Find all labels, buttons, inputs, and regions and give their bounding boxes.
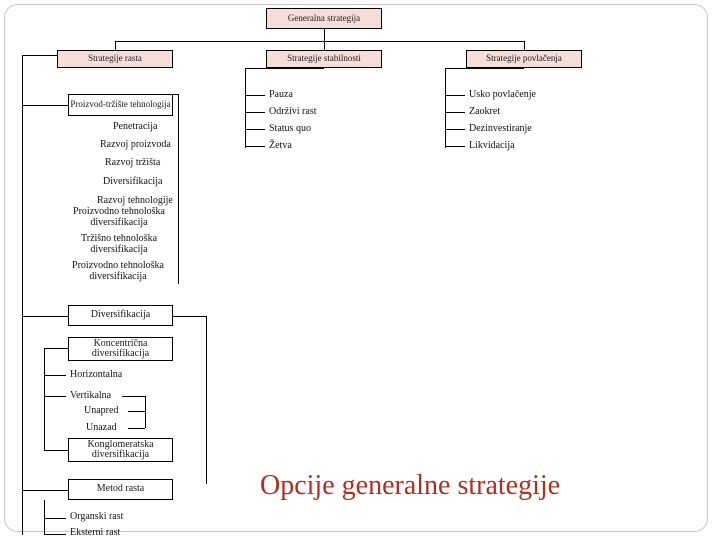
connector-vertikalna-sub-spine [145,396,146,428]
connector-growth-top [22,55,57,56]
node-strategije-rasta: Strategije rasta [57,50,173,68]
node-konglomeratska-diversifikacija-label: Konglomeratska diversifikacija [87,438,154,460]
leaf-odrzivi-rast: Održivi rast [269,106,317,117]
connector-vertikalna [44,396,66,397]
connector-group1-top-join [173,94,179,95]
node-diversifikacija-label: Diversifikacija [90,309,151,321]
connector-level1-bus [115,41,524,42]
node-proizvod-trziste-tehnologija: Proizvod-tržište tehnologija [68,94,173,116]
node-metod-rasta-label: Metod rasta [96,483,145,495]
connector-horizontalna [44,375,66,376]
leaf-razvoj-tehnologije: Razvoj tehnologije [97,195,173,206]
connector-growth-drop [115,41,116,50]
connector-group4-spine [44,423,45,450]
connector-unapred [128,411,145,412]
connector-vertikalna-sub-top [122,396,145,397]
leaf-horizontalna: Horizontalna [70,369,123,380]
node-koncentricna-diversifikacija: Koncentrična diversifikacija [68,337,173,361]
node-strategije-povlacenja: Strategije povlačenja [466,50,582,68]
leaf-dezinvestiranje: Dezinvestiranje [469,123,532,134]
node-metod-rasta: Metod rasta [68,479,173,500]
leaf-usko-povlacenje: Usko povlačenje [469,89,536,100]
connector-stability-drop [324,41,325,50]
leaf-pauza: Pauza [269,89,293,100]
connector-group5 [22,490,68,491]
leaf-razvoj-trzista: Razvoj tržišta [105,157,161,168]
leaf-status-quo: Status quo [269,123,311,134]
leaf-trzisno-tehnoloska-diversifikacija: Tržišno tehnološka diversifikacija [80,233,158,255]
connector-stability-4 [245,146,265,147]
connector-diversifikacija-join [173,316,206,317]
leaf-proizvodno-tehnoloska-diversifikacija-2: Proizvodno tehnološka diversifikacija [72,260,164,282]
leaf-eksterni-rast: Eksterni rast [70,527,121,538]
connector-group5-spine [44,500,45,535]
connector-diversifikacija-right [206,316,207,484]
connector-organski [44,518,66,519]
connector-eksterni [44,534,66,535]
connector-retrench-4 [445,146,465,147]
connector-group1 [22,105,68,106]
connector-growth-spine [22,55,23,535]
leaf-zaokret: Zaokret [469,106,501,117]
leaf-unapred: Unapred [84,405,119,416]
connector-group2 [22,316,68,317]
node-koncentricna-diversifikacija-label: Koncentrična diversifikacija [91,337,150,359]
leaf-organski-rast: Organski rast [70,511,124,522]
connector-group3 [44,348,68,349]
node-konglomeratska-diversifikacija: Konglomeratska diversifikacija [68,438,173,462]
connector-stability-3 [245,129,265,130]
node-diversifikacija: Diversifikacija [68,305,173,326]
connector-stability-hook [245,68,324,69]
connector-retrench-2 [445,112,465,113]
connector-stability-2 [245,112,265,113]
connector-root-stem [324,29,325,41]
node-proizvod-trziste-tehnologija-label: Proizvod-tržište tehnologija [70,99,171,110]
leaf-vertikalna: Vertikalna [70,390,112,401]
leaf-penetracija: Penetracija [113,121,158,132]
connector-stability-1 [245,95,265,96]
slide-border [4,4,708,532]
connector-retrench-drop [524,41,525,50]
node-strategije-stabilnosti: Strategije stabilnosti [266,50,382,68]
leaf-likvidacija: Likvidacija [469,140,515,151]
connector-group3-spine [44,348,45,423]
connector-group4 [44,450,68,451]
leaf-zetva: Žetva [269,140,292,151]
leaf-unazad: Unazad [86,422,117,433]
connector-stability-spine [245,68,246,148]
connector-retrench-hook [445,68,524,69]
slide-title: Opcije generalne strategije [260,470,561,501]
leaf-razvoj-proizvoda: Razvoj proizvoda [100,139,171,150]
connector-retrench-spine [445,68,446,148]
connector-group1-spine [178,94,179,284]
connector-retrench-1 [445,95,465,96]
leaf-diversifikacija: Diversifikacija [103,176,163,187]
connector-retrench-3 [445,129,465,130]
node-root: Generalna strategija [266,8,382,29]
connector-unazad [128,428,145,429]
leaf-proizvodno-tehnoloska-diversifikacija: Proizvodno tehnološka diversifikacija [73,206,165,228]
